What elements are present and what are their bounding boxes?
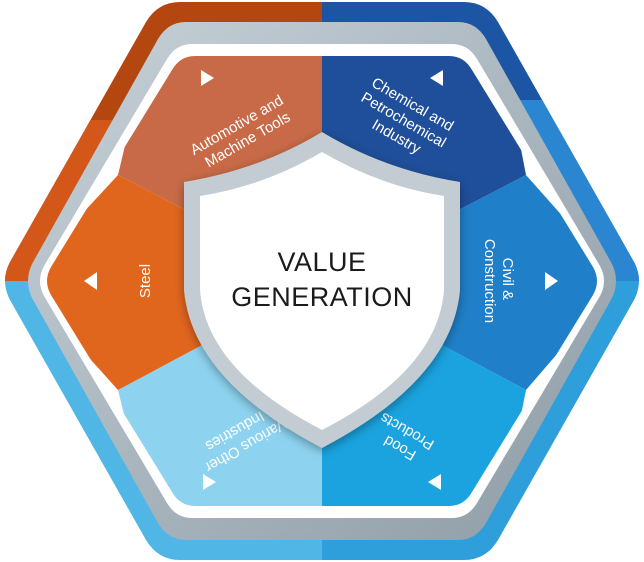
segment-civil[interactable] bbox=[322, 175, 620, 390]
segment-steel[interactable] bbox=[20, 175, 322, 390]
arrow-left-icon bbox=[430, 70, 443, 86]
arrow-left-icon bbox=[84, 272, 97, 290]
arrow-right-icon bbox=[203, 474, 216, 490]
shield-inner bbox=[200, 152, 444, 430]
arrow-right-icon bbox=[545, 272, 558, 290]
label-civil: Civil & Construction bbox=[481, 239, 516, 323]
label-steel: Steel bbox=[137, 264, 154, 298]
segment-arrows bbox=[84, 70, 558, 490]
arrow-right-icon bbox=[201, 70, 214, 86]
center-title-line1: VALUE bbox=[277, 247, 366, 277]
center-title-line2: GENERATION bbox=[231, 282, 413, 312]
arrow-left-icon bbox=[428, 474, 441, 490]
